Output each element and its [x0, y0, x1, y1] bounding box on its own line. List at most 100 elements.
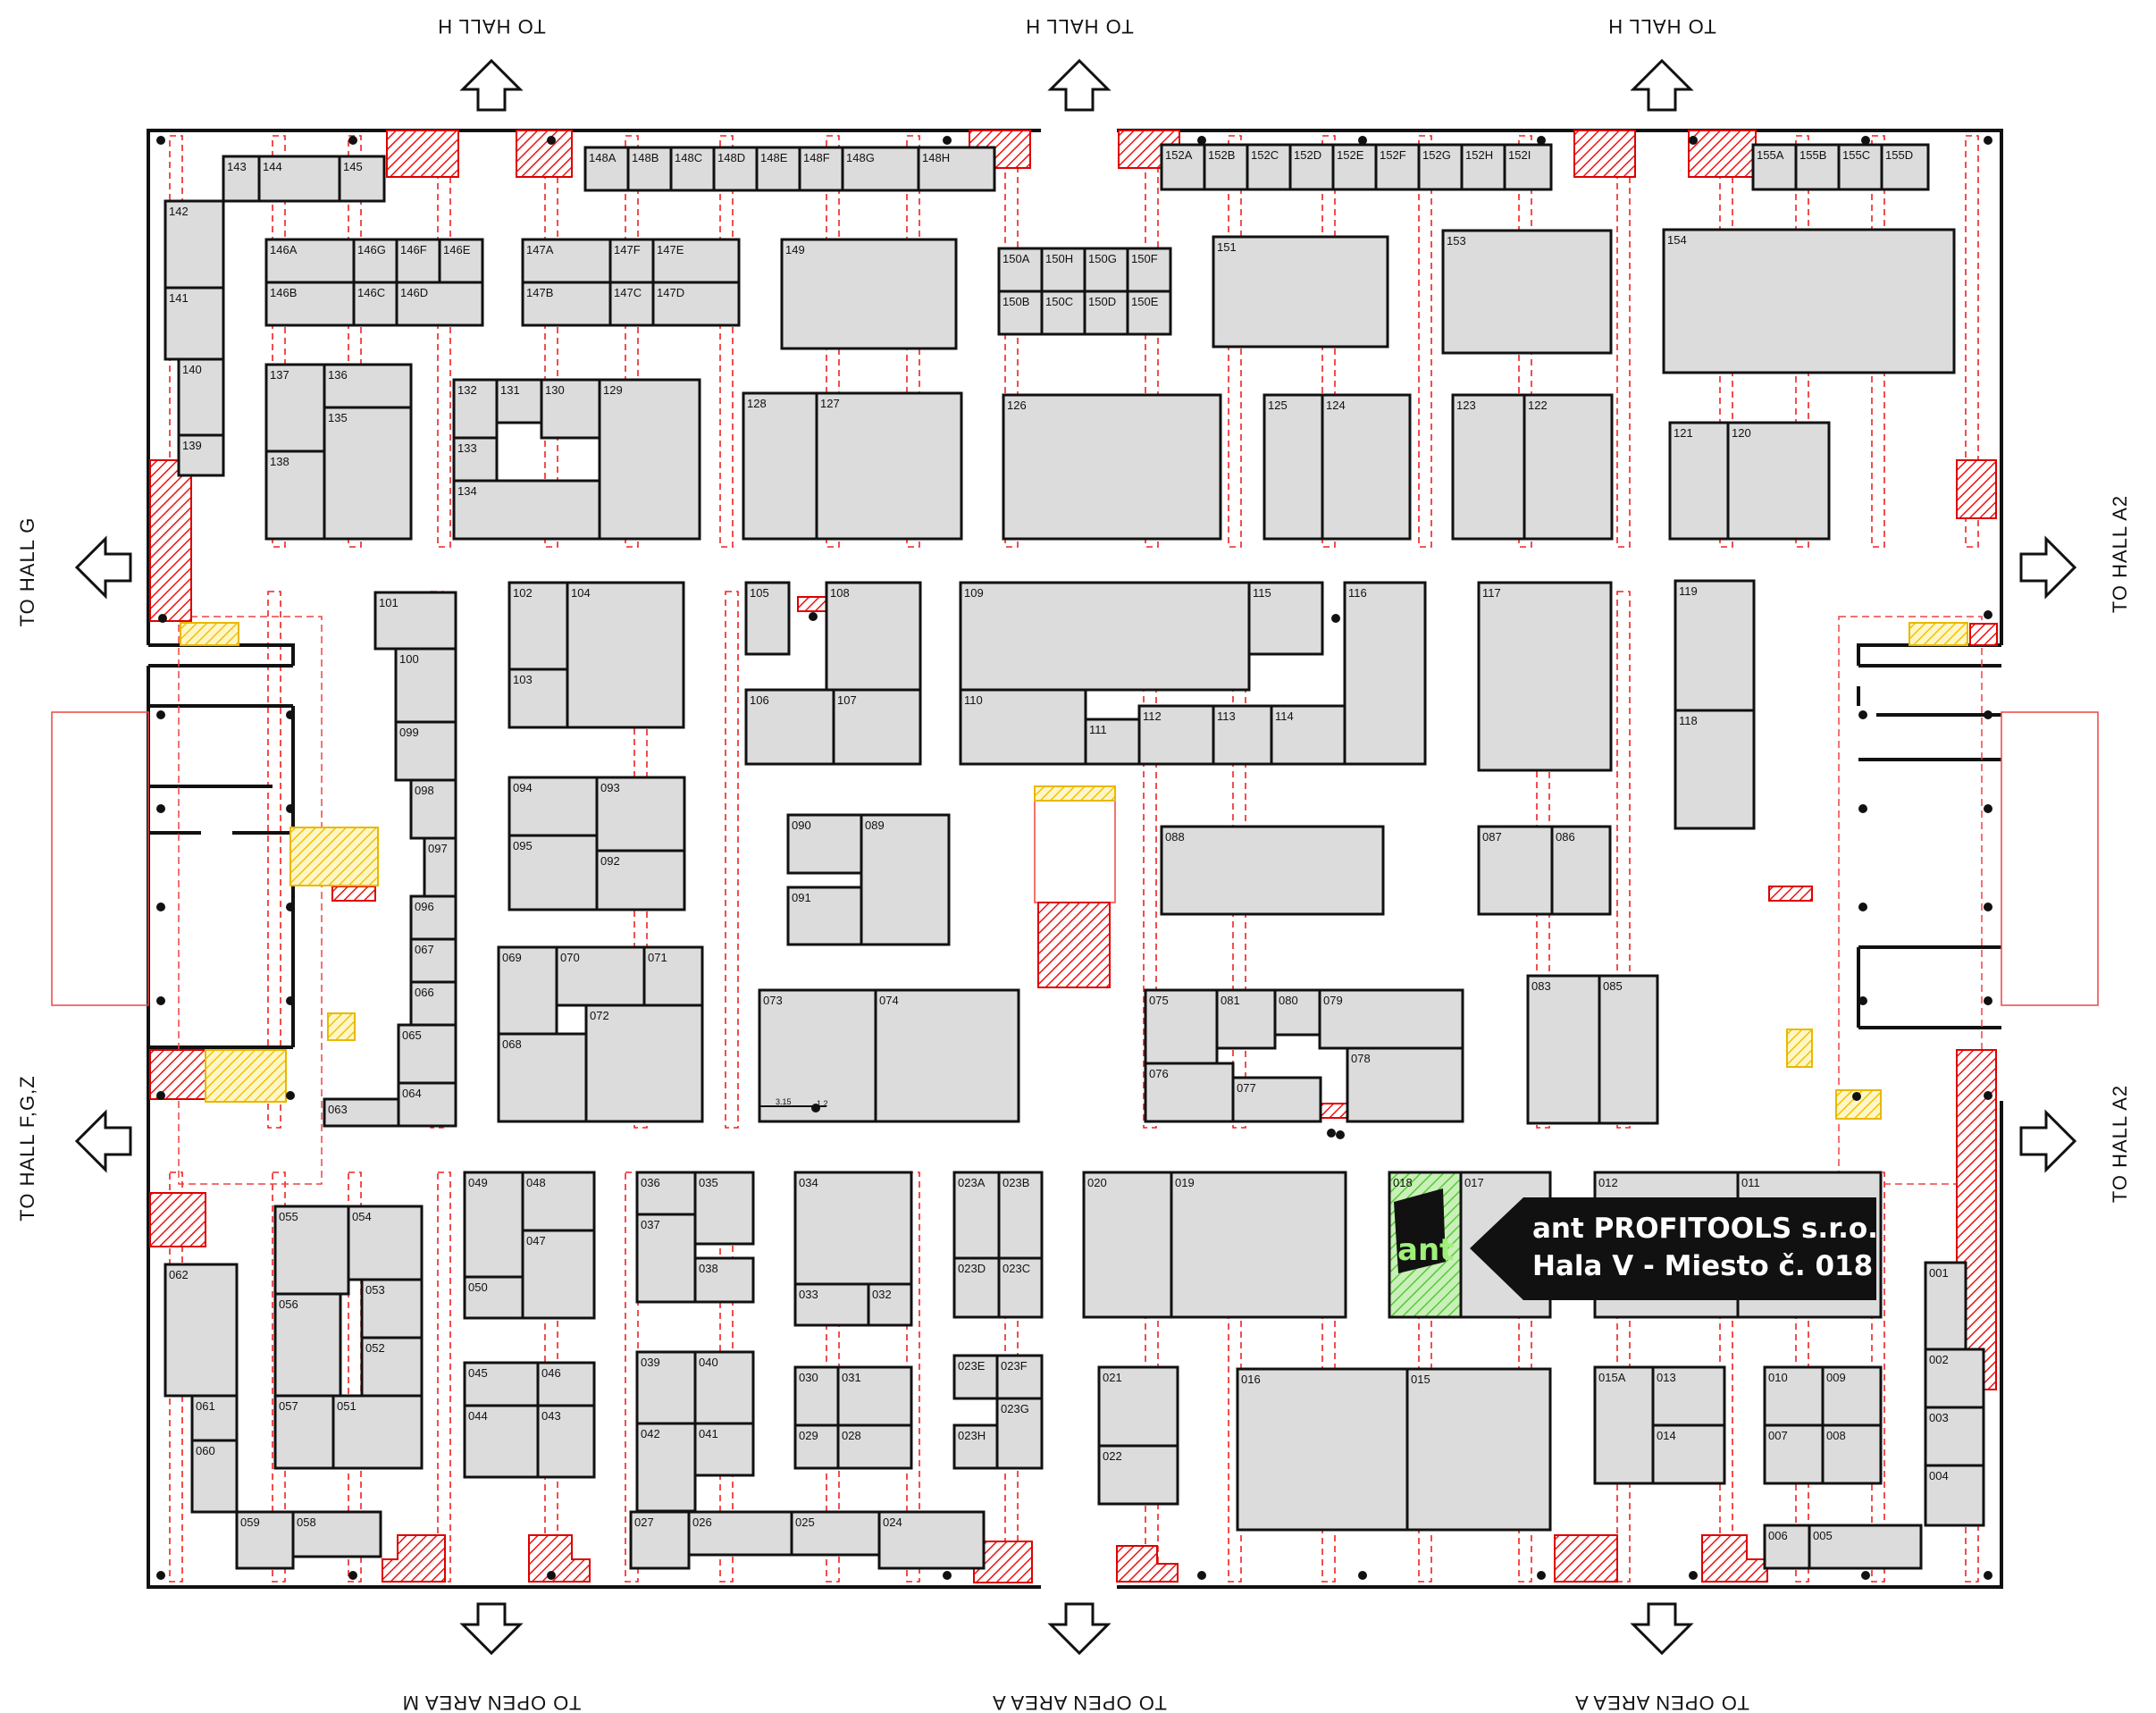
booth-078[interactable]: 078	[1346, 1046, 1464, 1123]
booth-109[interactable]: 109	[959, 581, 1251, 692]
booth-023A[interactable]: 023A	[952, 1171, 1001, 1260]
booth-152C[interactable]: 152C	[1246, 143, 1292, 191]
booth-010[interactable]: 010	[1763, 1365, 1825, 1427]
booth-023D[interactable]: 023D	[952, 1256, 1001, 1319]
booth-146C[interactable]: 146C	[352, 281, 398, 327]
booth-120[interactable]: 120	[1726, 421, 1831, 541]
booth-023C[interactable]: 023C	[997, 1256, 1044, 1319]
booth-152A[interactable]: 152A	[1160, 143, 1206, 191]
booth-148G[interactable]: 148G	[841, 146, 920, 192]
booth-046[interactable]: 046	[536, 1361, 596, 1407]
booth-090[interactable]: 090	[786, 813, 863, 875]
booth-140[interactable]: 140	[177, 357, 225, 437]
booth-065[interactable]: 065	[397, 1023, 457, 1085]
booth-150H[interactable]: 150H	[1040, 247, 1086, 293]
booth-119[interactable]: 119	[1674, 579, 1756, 712]
booth-148F[interactable]: 148F	[798, 146, 844, 192]
booth-052[interactable]: 052	[360, 1336, 424, 1398]
booth-150E[interactable]: 150E	[1126, 290, 1172, 336]
booth-014[interactable]: 014	[1651, 1423, 1726, 1485]
booth-023G[interactable]: 023G	[995, 1397, 1044, 1470]
booth-070[interactable]: 070	[555, 945, 646, 1007]
booth-054[interactable]: 054	[347, 1205, 424, 1281]
booth-073[interactable]: 073	[758, 988, 877, 1123]
booth-004[interactable]: 004	[1924, 1464, 1985, 1527]
booth-016[interactable]: 016	[1236, 1367, 1409, 1532]
booth-027[interactable]: 027	[629, 1510, 691, 1570]
booth-096[interactable]: 096	[409, 894, 457, 941]
booth-150D[interactable]: 150D	[1083, 290, 1129, 336]
booth-149[interactable]: 149	[780, 238, 958, 350]
booth-005[interactable]: 005	[1808, 1524, 1923, 1570]
booth-097[interactable]: 097	[423, 836, 457, 898]
booth-148B[interactable]: 148B	[626, 146, 673, 192]
booth-101[interactable]: 101	[373, 591, 457, 651]
booth-114[interactable]: 114	[1270, 704, 1346, 766]
booth-130[interactable]: 130	[540, 378, 601, 440]
booth-148D[interactable]: 148D	[712, 146, 759, 192]
booth-013[interactable]: 013	[1651, 1365, 1726, 1427]
booth-125[interactable]: 125	[1263, 393, 1324, 541]
booth-003[interactable]: 003	[1924, 1406, 1985, 1467]
booth-147C[interactable]: 147C	[608, 281, 655, 327]
booth-031[interactable]: 031	[836, 1365, 913, 1427]
booth-151[interactable]: 151	[1212, 235, 1389, 348]
booth-025[interactable]: 025	[790, 1510, 881, 1557]
booth-050[interactable]: 050	[463, 1275, 524, 1320]
booth-001[interactable]: 001	[1924, 1261, 1967, 1351]
booth-043[interactable]: 043	[536, 1404, 596, 1479]
booth-146B[interactable]: 146B	[264, 281, 356, 327]
booth-036[interactable]: 036	[635, 1171, 697, 1216]
booth-147B[interactable]: 147B	[521, 281, 612, 327]
booth-072[interactable]: 072	[584, 1003, 704, 1123]
booth-060[interactable]: 060	[190, 1439, 239, 1514]
booth-045[interactable]: 045	[463, 1361, 540, 1407]
booth-041[interactable]: 041	[693, 1422, 755, 1477]
booth-129[interactable]: 129	[598, 378, 701, 541]
booth-023B[interactable]: 023B	[997, 1171, 1044, 1260]
booth-150F[interactable]: 150F	[1126, 247, 1172, 293]
booth-131[interactable]: 131	[495, 378, 543, 424]
booth-147D[interactable]: 147D	[651, 281, 741, 327]
booth-111[interactable]: 111	[1084, 718, 1141, 766]
booth-044[interactable]: 044	[463, 1404, 540, 1479]
booth-147F[interactable]: 147F	[608, 238, 655, 284]
booth-069[interactable]: 069	[497, 945, 558, 1036]
booth-093[interactable]: 093	[595, 776, 686, 852]
booth-127[interactable]: 127	[815, 391, 963, 541]
booth-107[interactable]: 107	[832, 688, 922, 766]
exhibitor-callout[interactable]: ant PROFITOOLS s.r.o. Hala V - Miesto č.…	[1470, 1197, 1878, 1300]
booth-128[interactable]: 128	[742, 391, 818, 541]
booth-150G[interactable]: 150G	[1083, 247, 1129, 293]
booth-056[interactable]: 056	[273, 1292, 342, 1398]
booth-135[interactable]: 135	[323, 406, 413, 541]
booth-057[interactable]: 057	[273, 1394, 335, 1470]
booth-150C[interactable]: 150C	[1040, 290, 1086, 336]
booth-143[interactable]: 143	[222, 155, 261, 203]
booth-112[interactable]: 112	[1137, 704, 1215, 766]
booth-089[interactable]: 089	[860, 813, 951, 946]
booth-152I[interactable]: 152I	[1503, 143, 1553, 191]
booth-039[interactable]: 039	[635, 1350, 697, 1425]
booth-053[interactable]: 053	[360, 1278, 424, 1339]
booth-028[interactable]: 028	[836, 1423, 913, 1470]
booth-155A[interactable]: 155A	[1751, 143, 1798, 191]
booth-146E[interactable]: 146E	[438, 238, 484, 284]
booth-023H[interactable]: 023H	[952, 1423, 999, 1470]
booth-076[interactable]: 076	[1144, 1062, 1235, 1123]
booth-100[interactable]: 100	[394, 647, 457, 724]
booth-008[interactable]: 008	[1821, 1423, 1883, 1485]
booth-035[interactable]: 035	[693, 1171, 755, 1246]
booth-042[interactable]: 042	[635, 1422, 697, 1513]
booth-146A[interactable]: 146A	[264, 238, 356, 284]
booth-148C[interactable]: 148C	[669, 146, 716, 192]
booth-117[interactable]: 117	[1477, 581, 1613, 772]
booth-155D[interactable]: 155D	[1880, 143, 1930, 191]
booth-108[interactable]: 108	[825, 581, 922, 692]
booth-152D[interactable]: 152D	[1288, 143, 1335, 191]
booth-032[interactable]: 032	[867, 1282, 913, 1327]
booth-067[interactable]: 067	[409, 937, 457, 984]
booth-015[interactable]: 015	[1405, 1367, 1552, 1532]
booth-118[interactable]: 118	[1674, 709, 1756, 830]
booth-068[interactable]: 068	[497, 1032, 588, 1123]
